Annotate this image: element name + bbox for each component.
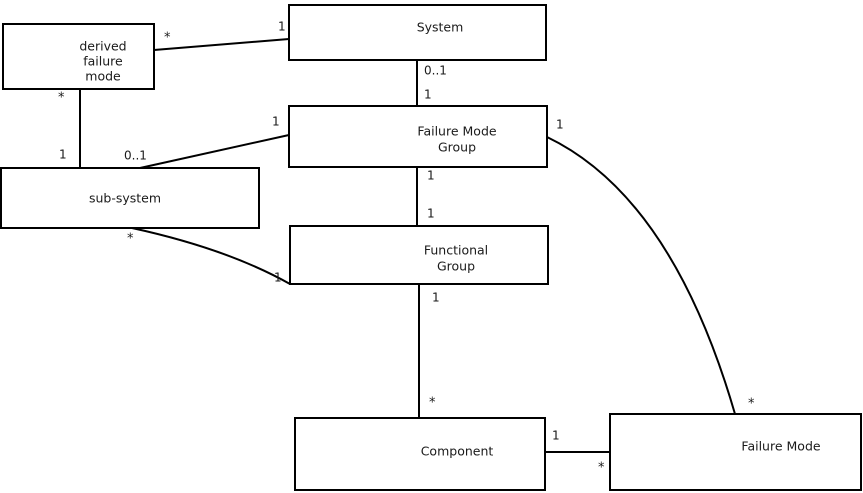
association-sub-system-failure-mode-group <box>139 134 290 169</box>
multiplicity-derived-failure-mode-to-sub-system: * <box>58 91 65 106</box>
multiplicity-failure-mode-to-failure-mode-group: * <box>748 397 755 412</box>
class-label-component: Component <box>421 444 494 459</box>
class-box-rect-derived-failure-mode <box>2 23 155 90</box>
class-box-failure-mode[interactable]: Failure Mode <box>609 413 862 491</box>
class-label-functional-group-line1: Functional <box>424 243 488 258</box>
multiplicity-failure-mode-group-to-system: 1 <box>424 88 432 102</box>
multiplicity-system-to-derived-failure-mode: 1 <box>278 20 286 34</box>
class-box-rect-functional-group <box>289 225 549 285</box>
multiplicity-failure-mode-group-to-sub-system: 1 <box>272 115 280 129</box>
class-box-rect-system <box>288 4 547 61</box>
class-label-derived-failure-mode-line2: failure <box>83 54 123 69</box>
multiplicity-sub-system-to-derived-failure-mode: 1 <box>59 148 67 162</box>
class-box-failure-mode-group[interactable]: Failure Mode Group <box>288 105 548 168</box>
multiplicity-functional-group-to-failure-mode-group: 1 <box>427 207 435 221</box>
multiplicity-sub-system-to-functional-group: * <box>127 232 134 247</box>
class-label-failure-mode: Failure Mode <box>741 439 820 454</box>
class-label-system: System <box>417 20 464 35</box>
multiplicity-sub-system-to-failure-mode-group: 0..1 <box>124 149 147 163</box>
class-box-rect-sub-system <box>0 167 260 229</box>
class-box-derived-failure-mode[interactable]: derived failure mode <box>2 23 155 90</box>
association-derived-failure-mode-system <box>153 38 290 51</box>
class-box-component[interactable]: Component <box>294 417 546 491</box>
class-label-failure-mode-group-line2: Group <box>438 140 476 155</box>
multiplicity-failure-mode-group-to-functional-group: 1 <box>427 169 435 183</box>
association-failure-mode-group-failure-mode <box>546 136 736 415</box>
class-box-sub-system[interactable]: sub-system <box>0 167 260 229</box>
class-label-derived-failure-mode-line3: mode <box>85 69 121 84</box>
multiplicity-functional-group-to-sub-system: 1 <box>274 271 282 285</box>
multiplicity-derived-failure-mode-to-system: * <box>164 31 171 46</box>
class-label-failure-mode-group-line1: Failure Mode <box>417 124 496 139</box>
class-box-rect-failure-mode-group <box>288 105 548 168</box>
association-sub-system-functional-group <box>131 227 291 285</box>
multiplicity-failure-mode-group-to-failure-mode: 1 <box>556 118 564 132</box>
multiplicity-component-to-failure-mode: 1 <box>552 429 560 443</box>
multiplicity-failure-mode-to-component: * <box>598 461 605 476</box>
class-box-functional-group[interactable]: Functional Group <box>289 225 549 285</box>
class-label-sub-system: sub-system <box>89 191 161 206</box>
class-box-rect-component <box>294 417 546 491</box>
class-box-rect-failure-mode <box>609 413 862 491</box>
class-box-system[interactable]: System <box>288 4 547 61</box>
multiplicity-functional-group-to-component: 1 <box>432 291 440 305</box>
class-label-functional-group-line2: Group <box>437 259 475 274</box>
class-label-derived-failure-mode-line1: derived <box>79 39 126 54</box>
multiplicity-system-to-failure-mode-group: 0..1 <box>424 64 447 78</box>
multiplicity-component-to-functional-group: * <box>429 396 436 411</box>
